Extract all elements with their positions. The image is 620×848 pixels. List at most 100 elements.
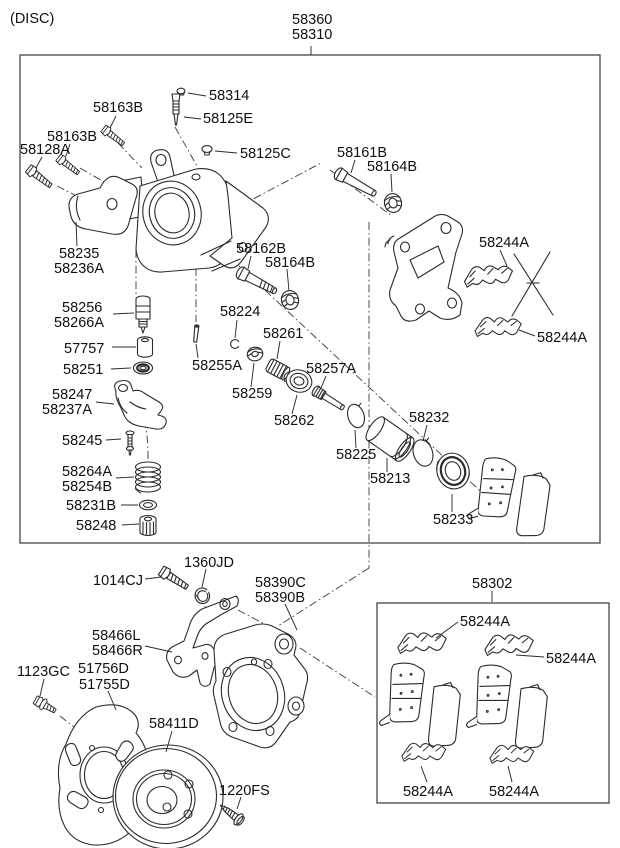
plug-58261-drawing <box>265 358 291 381</box>
callout-58163b-top: 58163B <box>93 100 143 116</box>
callout-58235: 58235 <box>59 246 99 262</box>
callout-58466r: 58466R <box>92 643 143 659</box>
callout-58213: 58213 <box>370 471 410 487</box>
callout-58161b: 58161B <box>337 145 387 161</box>
callout-58236a: 58236A <box>54 261 104 277</box>
callout-58466l: 58466L <box>92 628 140 644</box>
assembly-code-top: 58360 <box>292 12 332 28</box>
callout-58266a: 58266A <box>54 315 104 331</box>
bolt-58245-drawing <box>125 430 135 456</box>
callout-58125e: 58125E <box>203 111 253 127</box>
piston-58213-drawing <box>365 416 415 462</box>
callout-58224: 58224 <box>220 304 260 320</box>
callout-58232: 58232 <box>409 410 449 426</box>
bolt-58163b-top-drawing <box>99 124 127 149</box>
grommet-58259-drawing <box>246 346 264 362</box>
pin-58257a-drawing <box>311 385 345 411</box>
callout-58128a: 58128A <box>20 142 70 158</box>
callout-58254b: 58254B <box>62 479 112 495</box>
callout-58237a: 58237A <box>42 402 92 418</box>
washer-58231b-drawing <box>138 499 158 511</box>
rotor-58411d-drawing <box>112 744 224 848</box>
callout-1360jd: 1360JD <box>184 555 234 571</box>
callout-1220fs: 1220FS <box>219 783 270 799</box>
main-assembly-box <box>19 54 601 544</box>
bushing-58164b-mid-drawing <box>278 288 302 312</box>
spacer-57757-drawing <box>136 336 154 358</box>
callout-58264a: 58264A <box>62 464 112 480</box>
callout-58255a: 58255A <box>192 358 242 374</box>
pin-58255a-drawing <box>193 324 200 343</box>
assembly-code-bottom: 58310 <box>292 27 332 43</box>
pad-clip-bottom-drawing <box>473 314 523 338</box>
guide-rod-58161b-drawing <box>333 167 377 197</box>
adjuster-58256-drawing <box>135 295 151 334</box>
callout-1123gc: 1123GC <box>17 664 70 680</box>
callout-58164b-top: 58164B <box>367 159 417 175</box>
callout-58244a-kit-tl: 58244A <box>460 614 510 630</box>
washer-1360jd-drawing <box>194 587 211 605</box>
ring-58225-drawing <box>346 402 366 429</box>
cap-58125C-drawing <box>201 145 213 156</box>
callout-51755d: 51755D <box>79 677 130 693</box>
bracket-58466-drawing <box>166 595 239 687</box>
part-drawings <box>24 87 554 848</box>
callout-58245: 58245 <box>62 433 102 449</box>
callout-58244a-carrier-top: 58244A <box>479 235 529 251</box>
spring-58264a-drawing <box>134 461 162 494</box>
callout-58244a-kit-bl: 58244A <box>403 784 453 800</box>
callout-58244a-kit-br: 58244A <box>489 784 539 800</box>
callout-58162b: 58162B <box>236 241 286 257</box>
callout-labels: (DISC) 58360 58310 58314 58125E 58163B 5… <box>10 11 596 800</box>
callout-58390c: 58390C <box>255 575 306 591</box>
callout-1014cj: 1014CJ <box>93 573 143 589</box>
kit-pad-a-inner-drawing <box>378 660 426 730</box>
pad-outer-drawing <box>515 469 553 540</box>
caliper-bracket-58235-drawing <box>68 175 138 235</box>
bolt-1123gc-drawing <box>32 695 57 714</box>
callout-58251: 58251 <box>63 362 103 378</box>
kit-pad-a-outer-drawing <box>427 680 463 749</box>
callout-57757: 57757 <box>64 341 104 357</box>
pad-clip-top-drawing <box>462 261 515 289</box>
snap-ring-58224-drawing <box>230 339 240 349</box>
callout-58164b-mid: 58164B <box>265 255 315 271</box>
nut-58248-drawing <box>139 514 157 537</box>
ring-58232-drawing <box>412 437 434 467</box>
pad-kit-box <box>376 602 610 804</box>
bleeder-58125E-drawing <box>171 93 181 126</box>
callout-58231b: 58231B <box>66 498 116 514</box>
callout-58390b: 58390B <box>255 590 305 606</box>
callout-58256: 58256 <box>62 300 102 316</box>
callout-58314: 58314 <box>209 88 249 104</box>
screw-1220fs-drawing <box>219 804 245 826</box>
boot-58262-drawing <box>283 369 313 393</box>
kit-clip-b-top-drawing <box>482 630 535 657</box>
kit-clip-a-top-drawing <box>395 628 448 655</box>
callout-58261: 58261 <box>263 326 303 342</box>
callout-51756d: 51756D <box>78 661 129 677</box>
callout-58233: 58233 <box>433 512 473 528</box>
seal-58233-drawing <box>436 452 470 490</box>
washer-58251-drawing <box>132 361 154 375</box>
carrier-bracket-drawing <box>384 213 464 322</box>
bolt-58128a-drawing <box>24 163 55 191</box>
callout-58257a: 58257A <box>306 361 356 377</box>
pad-inner-drawing <box>466 454 518 526</box>
leader-lines <box>35 46 545 810</box>
callout-58247: 58247 <box>52 387 92 403</box>
callout-58125c: 58125C <box>240 146 291 162</box>
callout-58244a-carrier-bottom: 58244A <box>537 330 587 346</box>
kit-pad-b-inner-drawing <box>465 662 513 732</box>
kit-pad-b-outer-drawing <box>514 682 550 751</box>
pad-kit-contents <box>378 628 550 765</box>
callout-58302: 58302 <box>472 576 512 592</box>
callout-58248: 58248 <box>76 518 116 534</box>
callout-58259: 58259 <box>232 386 272 402</box>
callout-58411d: 58411D <box>149 716 199 732</box>
callout-58225: 58225 <box>336 447 376 463</box>
lever-58247-drawing <box>114 379 167 430</box>
variant-label: (DISC) <box>10 11 54 27</box>
